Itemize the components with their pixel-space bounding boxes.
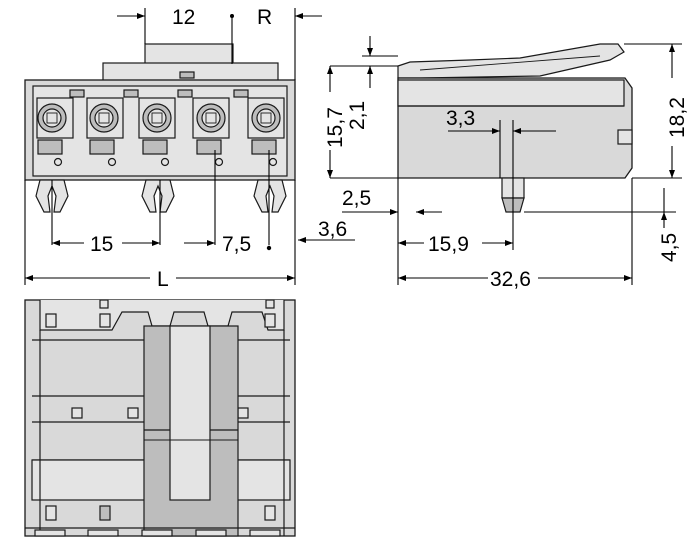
front-pole-4: [192, 97, 230, 167]
dim-3-3-label: 3,3: [446, 107, 475, 130]
front-pole-5: [247, 97, 285, 167]
front-pole-3: [138, 97, 176, 167]
dim-2-5-label: 2,5: [342, 187, 371, 210]
dim-12-label: 12: [172, 6, 195, 29]
front-slot: [177, 89, 193, 98]
dim-l-label: L: [157, 268, 169, 291]
front-view: [24, 14, 296, 251]
front-pole-1: [36, 97, 74, 167]
front-slot: [233, 89, 249, 98]
dim-7-5-label: 7,5: [222, 233, 251, 256]
dim-4-5-label: 4,5: [658, 233, 681, 262]
front-pin-left: [35, 179, 69, 213]
dim-15-7-label: 15,7: [324, 107, 347, 148]
side-dimensions: 15,7 2,1 18,2 3,3 2,5 15,9: [324, 36, 689, 291]
front-pin-right: [253, 179, 287, 213]
plan-center-lever: [169, 325, 211, 501]
dim-2-1-label: 2,1: [346, 101, 369, 130]
front-pin-middle: [141, 179, 175, 213]
side-lever: [397, 43, 625, 79]
front-dimensions: 12 R 15 7,5 3,6 L: [24, 6, 355, 291]
front-slot: [123, 89, 139, 98]
dim-15-label: 15: [90, 233, 113, 256]
dim-32-6-label: 32,6: [490, 268, 531, 291]
front-slot: [69, 89, 85, 98]
dim-18-2-label: 18,2: [666, 97, 689, 138]
front-slot: [179, 71, 195, 79]
plan-view: [24, 299, 296, 537]
side-view: [397, 43, 633, 250]
front-pole-2: [86, 97, 124, 167]
dim-r-label: R: [257, 6, 272, 29]
dim-3-6-label: 3,6: [318, 218, 347, 241]
dim-15-9-label: 15,9: [428, 233, 469, 256]
